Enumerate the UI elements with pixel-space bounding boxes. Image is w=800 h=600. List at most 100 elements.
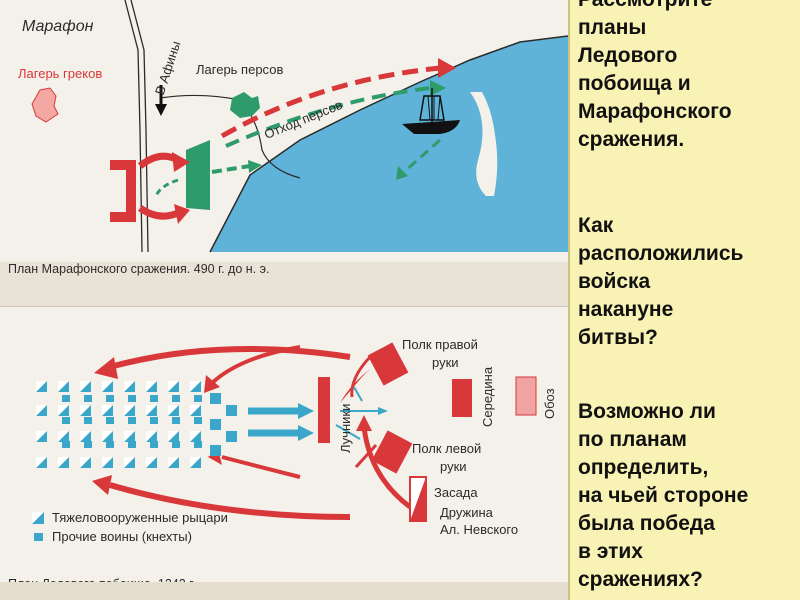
knight-unit [36, 381, 47, 392]
left-regiment-label-2: руки [440, 459, 467, 474]
warrior-unit [128, 441, 136, 448]
persian-army-block [186, 140, 210, 210]
right-regiment-block [367, 342, 409, 386]
ambush-label: Засада [434, 485, 478, 500]
baggage-block [515, 376, 537, 416]
knight-unit [36, 457, 47, 468]
knight-unit [190, 431, 201, 442]
retinue-label-2: Ал. Невского [440, 522, 519, 537]
greek-camp-icon [31, 87, 59, 123]
knight-unit [36, 405, 47, 416]
knight-unit [124, 405, 135, 416]
knight-unit [146, 405, 157, 416]
knight-unit [146, 381, 157, 392]
knight-unit [146, 431, 157, 442]
warrior-unit [172, 395, 180, 402]
warrior-icon [34, 533, 43, 541]
knight-unit [102, 405, 113, 416]
warrior-unit [106, 441, 114, 448]
bottom-strip [0, 582, 568, 600]
ice-battle-map: Полк правой руки Середина Обоз Лучники П… [0, 306, 568, 591]
question-who-won: Возможно ли по планам определить, на чье… [578, 400, 749, 591]
knight-unit [168, 381, 179, 392]
archers-label: Лучники [338, 403, 353, 453]
warrior-unit [194, 441, 202, 448]
right-regiment-label-1: Полк правой [402, 337, 478, 352]
knight-unit [168, 431, 179, 442]
warrior-unit [194, 417, 202, 424]
knight-unit [190, 381, 201, 392]
ship-icon [402, 88, 460, 134]
knight-unit [124, 457, 135, 468]
knight-icon [32, 512, 44, 524]
warrior-unit [62, 417, 70, 424]
marathon-caption: План Марафонского сражения. 490 г. до н.… [8, 262, 270, 276]
knight-unit [124, 431, 135, 442]
warrior-unit [84, 417, 92, 424]
center-regiment-block [452, 379, 472, 417]
left-regiment-block [371, 430, 413, 474]
baggage-label: Обоз [542, 388, 557, 419]
knight-unit [168, 457, 179, 468]
warrior-unit [62, 395, 70, 402]
knight-unit [226, 405, 237, 416]
knight-unit [58, 457, 69, 468]
knight-unit [190, 405, 201, 416]
warrior-unit [172, 441, 180, 448]
knight-unit [210, 393, 221, 404]
center-label: Середина [480, 366, 495, 427]
knight-unit [210, 419, 221, 430]
greek-army-block [110, 160, 136, 222]
warrior-unit [84, 395, 92, 402]
archers-regiment-block [318, 377, 330, 443]
warrior-unit [84, 441, 92, 448]
greek-camp-label: Лагерь греков [18, 66, 103, 81]
warrior-unit [194, 395, 202, 402]
question-troop-positions: Как расположились войска накануне битвы? [578, 214, 744, 349]
warrior-unit [150, 395, 158, 402]
knight-unit [80, 457, 91, 468]
warrior-unit [106, 417, 114, 424]
left-regiment-label-1: Полк левой [412, 441, 482, 456]
retinue-label-1: Дружина [440, 505, 493, 520]
warrior-unit [62, 441, 70, 448]
knight-unit [102, 381, 113, 392]
persian-camp-icon [230, 92, 260, 118]
arrow-down-icon [155, 104, 167, 116]
legend-knights-label: Тяжеловооруженные рыцари [52, 510, 228, 525]
persian-retreat-arrow [225, 86, 431, 148]
persian-camp-label: Лагерь персов [196, 62, 284, 77]
legend-warriors-label: Прочие воины (кнехты) [52, 529, 192, 544]
knight-unit [146, 457, 157, 468]
knight-unit [58, 381, 69, 392]
knight-unit [36, 431, 47, 442]
knight-unit [226, 431, 237, 442]
knight-unit [80, 431, 91, 442]
marathon-place-label: Марафон [22, 18, 94, 35]
knight-unit [58, 431, 69, 442]
knight-unit [102, 431, 113, 442]
knight-unit [210, 445, 221, 456]
sea-area [210, 36, 568, 252]
marathon-map-drawing [31, 0, 568, 253]
warrior-unit [150, 417, 158, 424]
knight-unit [190, 457, 201, 468]
ice-map-drawing [32, 342, 537, 541]
german-wedge-formation [36, 381, 237, 468]
bay-inlet [470, 92, 498, 196]
knight-unit [168, 405, 179, 416]
knight-unit [124, 381, 135, 392]
warrior-unit [128, 395, 136, 402]
knight-unit [102, 457, 113, 468]
right-regiment-label-2: руки [432, 355, 459, 370]
knight-unit [80, 381, 91, 392]
warrior-unit [150, 441, 158, 448]
greek-pursuit-arrow [220, 65, 441, 139]
road-to-athens [124, 0, 143, 253]
warrior-unit [106, 395, 114, 402]
knight-unit [80, 405, 91, 416]
warrior-unit [128, 417, 136, 424]
question-panel: Рассмотрите планы Ледового побоища и Мар… [568, 0, 800, 600]
warrior-unit [172, 417, 180, 424]
question-consider-plans: Рассмотрите планы Ледового побоища и Мар… [578, 0, 732, 151]
